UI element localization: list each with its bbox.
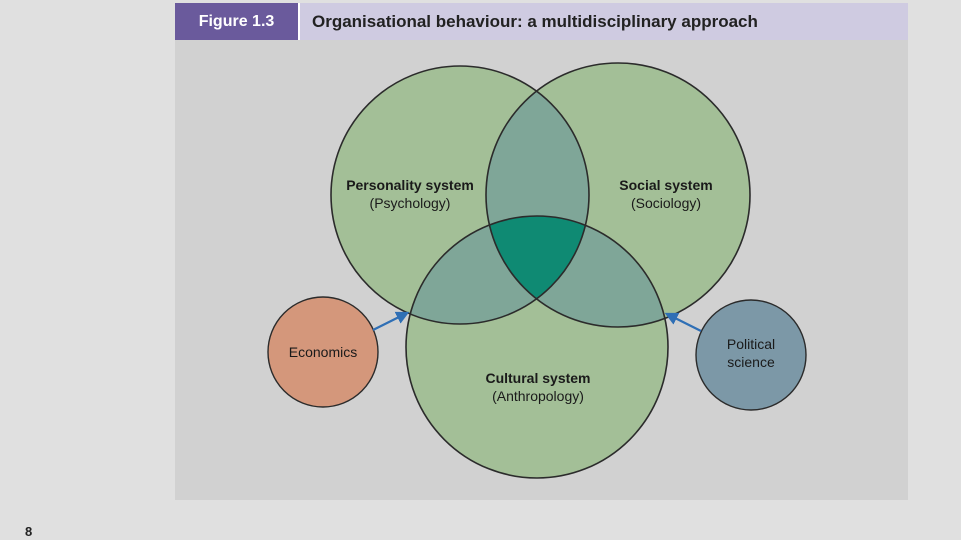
political-science-circle <box>695 299 807 411</box>
cultural-circle-outline <box>405 215 669 479</box>
page-number: 8 <box>25 524 33 539</box>
political-label-line2: science <box>727 354 775 370</box>
economics-circle <box>267 296 379 408</box>
social-subtitle: (Sociology) <box>631 195 701 211</box>
arrow-economics <box>372 311 410 331</box>
overlap-personality-cultural <box>406 216 589 324</box>
arrow-political-science <box>664 312 702 332</box>
figure-header: Figure 1.3 Organisational behaviour: a m… <box>175 3 908 40</box>
economics-label: Economics <box>289 344 357 360</box>
cultural-title: Cultural system <box>485 370 590 386</box>
figure-label: Figure 1.3 <box>175 3 298 40</box>
overlap-social-cultural <box>486 216 668 327</box>
personality-title: Personality system <box>346 177 474 193</box>
personality-subtitle: (Psychology) <box>370 195 451 211</box>
cultural-subtitle: (Anthropology) <box>492 388 584 404</box>
personality-circle-outline <box>330 65 590 325</box>
social-circle-outline <box>485 62 751 328</box>
figure-title: Organisational behaviour: a multidiscipl… <box>298 3 908 40</box>
social-title: Social system <box>619 177 712 193</box>
political-label-line1: Political <box>727 336 775 352</box>
